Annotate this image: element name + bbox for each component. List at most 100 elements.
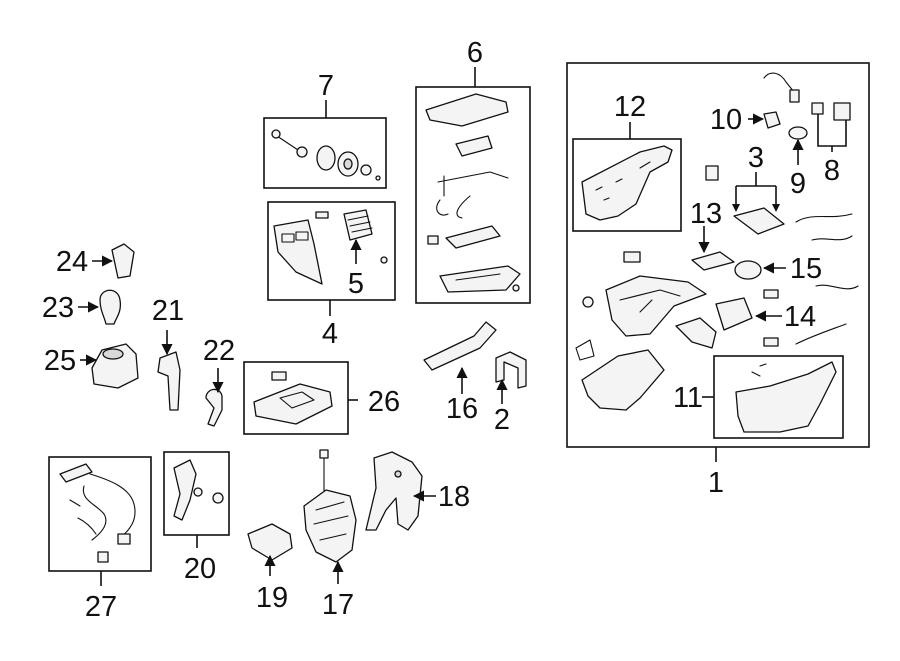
part-27-frame — [48, 456, 152, 572]
part-4-group — [267, 201, 396, 316]
part-7-nut — [360, 164, 372, 176]
part-4-frame — [267, 201, 396, 301]
callout-27: 27 — [85, 591, 117, 623]
part-7-frame — [263, 117, 387, 189]
part-17-rod-tip — [319, 449, 329, 459]
part-19-group — [247, 523, 293, 576]
part-6-screw — [512, 284, 520, 292]
part-4-trim — [273, 219, 323, 285]
callout-6: 6 — [467, 37, 483, 69]
small-screw — [582, 296, 594, 308]
part-20-pin-b — [212, 492, 224, 504]
callout-16: 16 — [446, 393, 478, 425]
part-4-screw — [380, 256, 388, 264]
small-clip-c — [763, 289, 779, 299]
lower-bracket — [675, 317, 717, 349]
callout-11: 11 — [673, 382, 703, 414]
part-7-disc-center — [343, 158, 353, 170]
part-18-bracket — [365, 451, 423, 531]
leader-3 — [735, 172, 777, 206]
part-22-group — [205, 368, 224, 427]
lid-latch — [455, 135, 493, 157]
lower-side-panel — [581, 349, 665, 411]
callout-21: 21 — [152, 295, 184, 327]
callout-3: 3 — [748, 142, 764, 174]
part-9 — [788, 126, 808, 140]
part-6-clip — [427, 235, 439, 245]
callout-12: 12 — [614, 91, 646, 123]
part-4-vent-b — [295, 231, 309, 241]
callout-19: 19 — [256, 582, 288, 614]
part-17-group — [303, 449, 357, 584]
part-7-washer — [296, 146, 308, 158]
part-26-clip — [271, 371, 287, 381]
part-19-switch — [247, 523, 293, 561]
part-23-group — [78, 289, 122, 325]
harness-top — [763, 72, 795, 93]
callout-18: 18 — [438, 481, 470, 513]
callout-10: 10 — [710, 104, 742, 136]
wire-harnesses — [795, 213, 859, 345]
leader-3-arrow-a — [732, 204, 740, 212]
part-22-clip — [205, 388, 223, 427]
part-7-bolt-head — [271, 129, 281, 139]
armrest-lid — [425, 93, 509, 127]
part-20-pin-a — [193, 487, 203, 497]
storage-bin — [439, 265, 521, 293]
part-2-group — [495, 351, 527, 404]
part-2-bracket — [495, 351, 527, 389]
callout-23: 23 — [42, 292, 74, 324]
part-11-clips — [751, 363, 767, 377]
part-24-group — [92, 243, 135, 279]
part-7-pin — [375, 175, 381, 181]
callout-9: 9 — [790, 168, 806, 200]
callout-1: 1 — [708, 467, 724, 499]
part-26-group — [243, 361, 358, 435]
part-6-frame — [415, 86, 531, 304]
leader-3-arrow-b — [772, 204, 780, 212]
callout-13: 13 — [690, 198, 722, 230]
part-18-group — [365, 451, 436, 531]
callout-2: 2 — [494, 404, 510, 436]
part-17-shifter — [303, 489, 357, 563]
part-12-group — [572, 122, 682, 232]
part-20-group — [163, 451, 230, 548]
part-4-vent-a — [281, 233, 295, 243]
assembly-1-frame — [566, 62, 870, 448]
part-25-group — [80, 343, 139, 389]
part-16-bracket — [423, 321, 497, 371]
part-7-group — [263, 100, 387, 189]
small-clip-b — [623, 251, 641, 263]
callout-24: 24 — [56, 246, 88, 278]
callout-26: 26 — [368, 386, 400, 418]
part-12-frame — [572, 138, 682, 232]
part-20-plate — [173, 459, 197, 521]
part-10 — [763, 111, 781, 129]
callout-labels: 1 2 3 4 5 6 7 8 9 10 11 12 13 14 15 16 1… — [42, 37, 840, 623]
part-8b — [833, 102, 851, 121]
part-12-details — [595, 161, 651, 201]
leader-8 — [817, 114, 847, 152]
console-body-details — [619, 289, 681, 313]
part-15 — [734, 260, 762, 280]
part-5-vent — [343, 209, 373, 241]
part-27-plug-a — [117, 533, 131, 545]
part-12-panel — [581, 145, 673, 221]
part-14 — [715, 297, 753, 331]
part-11-panel — [735, 361, 837, 433]
callout-4: 4 — [322, 318, 338, 350]
callout-20: 20 — [184, 553, 216, 585]
part-17-details — [313, 501, 349, 541]
callout-14: 14 — [784, 301, 816, 333]
hinge-bracket — [436, 171, 509, 219]
part-27-group — [48, 456, 152, 586]
callout-17: 17 — [322, 589, 354, 621]
part-11-group — [702, 355, 844, 439]
part-21-group — [157, 330, 181, 411]
connector-top — [789, 89, 800, 103]
part-16-group — [423, 321, 497, 394]
callout-7: 7 — [318, 70, 334, 102]
part-26-bezel — [253, 383, 333, 425]
part-26-opening — [279, 391, 315, 409]
part-27-connector — [59, 463, 93, 483]
